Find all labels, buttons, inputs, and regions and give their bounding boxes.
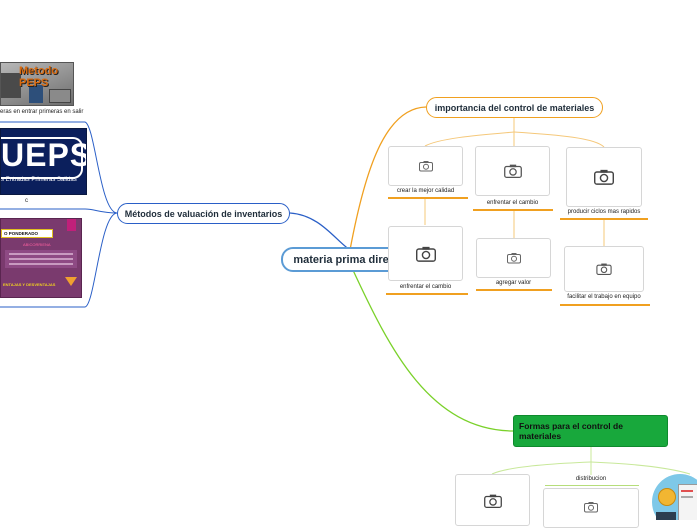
coin-icon: [658, 488, 676, 506]
finance-illustration: [652, 474, 697, 520]
ponderado-image: O PONDERADO ABICORRIENA ENTAJAS Y DESVEN…: [0, 218, 82, 298]
subtopic-card-2[interactable]: [475, 146, 550, 196]
underline: [386, 293, 468, 295]
subtopic-card-3[interactable]: [566, 147, 642, 207]
camera-icon: [415, 246, 436, 262]
topic-metodos[interactable]: Métodos de valuación de inventarios: [117, 203, 290, 224]
underline: [473, 209, 553, 211]
camera-icon: [503, 164, 522, 178]
camera-icon: [596, 263, 612, 275]
topic-importancia-label: importancia del control de materiales: [434, 102, 595, 113]
subtopic-card-6[interactable]: [564, 246, 644, 292]
topic-formas-label: Formas para el control de materiales: [519, 421, 623, 441]
camera-icon: [594, 169, 614, 185]
link-central-formas: [351, 267, 514, 432]
camera-icon: [483, 494, 502, 508]
formas-card-1[interactable]: [455, 474, 530, 526]
topic-formas[interactable]: Formas para el control de materiales: [513, 415, 668, 447]
ueps-caption: c: [25, 198, 28, 204]
formas-card-2[interactable]: [543, 488, 639, 528]
peps-caption: eras en entrar primeras en salir: [0, 109, 84, 115]
subtopic-card-1[interactable]: [388, 146, 463, 186]
subtopic-label-2: enfrentar el cambio: [486, 200, 539, 206]
subtopic-card-5[interactable]: [476, 238, 551, 278]
underline: [560, 218, 648, 220]
subtopic-label-4: enfrentar el cambio: [399, 284, 452, 290]
ueps-image: UEPS s Entradas Primeras Salidas: [0, 128, 87, 195]
link-central-importancia: [349, 106, 427, 251]
camera-icon: [418, 161, 433, 172]
underline: [545, 485, 639, 486]
topic-importancia[interactable]: importancia del control de materiales: [426, 97, 603, 118]
formas-label-1: distribucion: [575, 476, 607, 482]
underline: [388, 197, 468, 199]
camera-icon: [584, 502, 598, 513]
camera-icon: [506, 253, 521, 264]
central-topic-label: materia prima directa: [293, 253, 405, 266]
subtopic-label-1: crear la mejor calidad: [396, 188, 455, 194]
underline: [476, 289, 552, 291]
link-central-metodos: [289, 212, 351, 251]
subtopic-label-6: facilitar el trabajo en equipo: [567, 294, 641, 300]
subtopic-label-5: agregar valor: [495, 280, 532, 286]
topic-metodos-label: Métodos de valuación de inventarios: [124, 208, 283, 219]
peps-image: Metodo PEPS: [0, 62, 74, 106]
subtopic-card-4[interactable]: [388, 226, 463, 281]
subtopic-label-3: producir ciclos mas rapidos: [567, 209, 641, 215]
underline: [560, 304, 650, 306]
